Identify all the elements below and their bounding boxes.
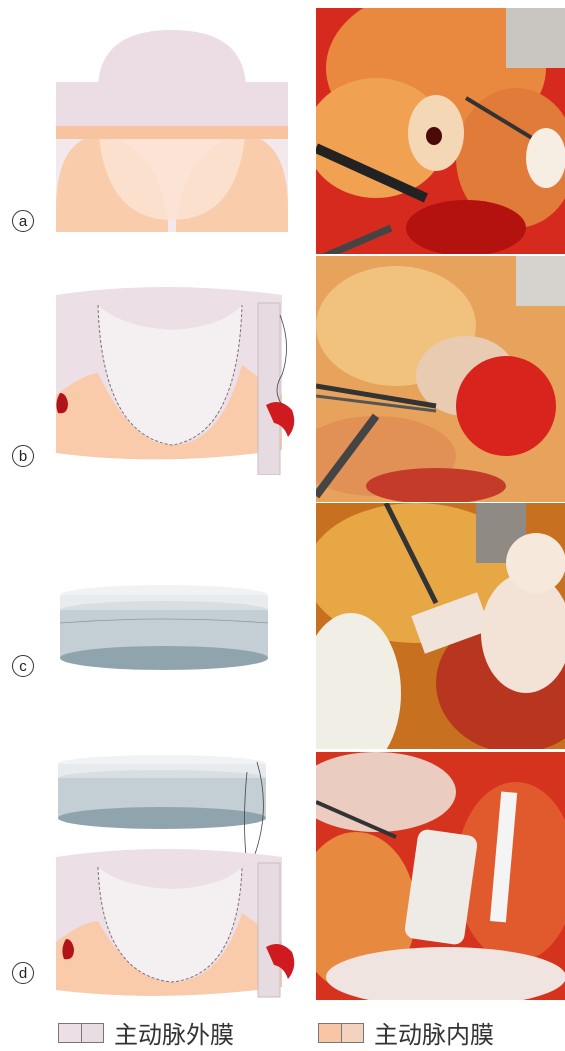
photo-d-graft-anastomosis <box>316 752 565 1000</box>
photo-a-sinus-dissection <box>316 8 565 254</box>
diagram-a-aortic-root-flat <box>56 30 288 232</box>
panel-label-c: c <box>12 655 34 677</box>
diagram-c-graft-ring <box>58 583 270 673</box>
legend-swatch-adventitia <box>58 1023 104 1043</box>
diagram-b-commissure-suture <box>52 285 300 475</box>
legend-swatch-intima <box>318 1023 364 1043</box>
legend-label-intima: 主动脉内膜 <box>374 1015 494 1050</box>
legend-label-adventitia: 主动脉外膜 <box>114 1015 234 1050</box>
panel-label-b: b <box>12 445 34 467</box>
diagram-d-graft-anastomosis <box>52 752 300 998</box>
photo-c-graft-placement <box>316 503 565 749</box>
panel-label-a: a <box>12 210 34 232</box>
panel-label-d: d <box>12 962 34 984</box>
legend-adventitia: 主动脉外膜 <box>58 1015 234 1050</box>
legend-intima: 主动脉内膜 <box>318 1015 494 1050</box>
photo-b-commissure-suture <box>316 256 565 502</box>
